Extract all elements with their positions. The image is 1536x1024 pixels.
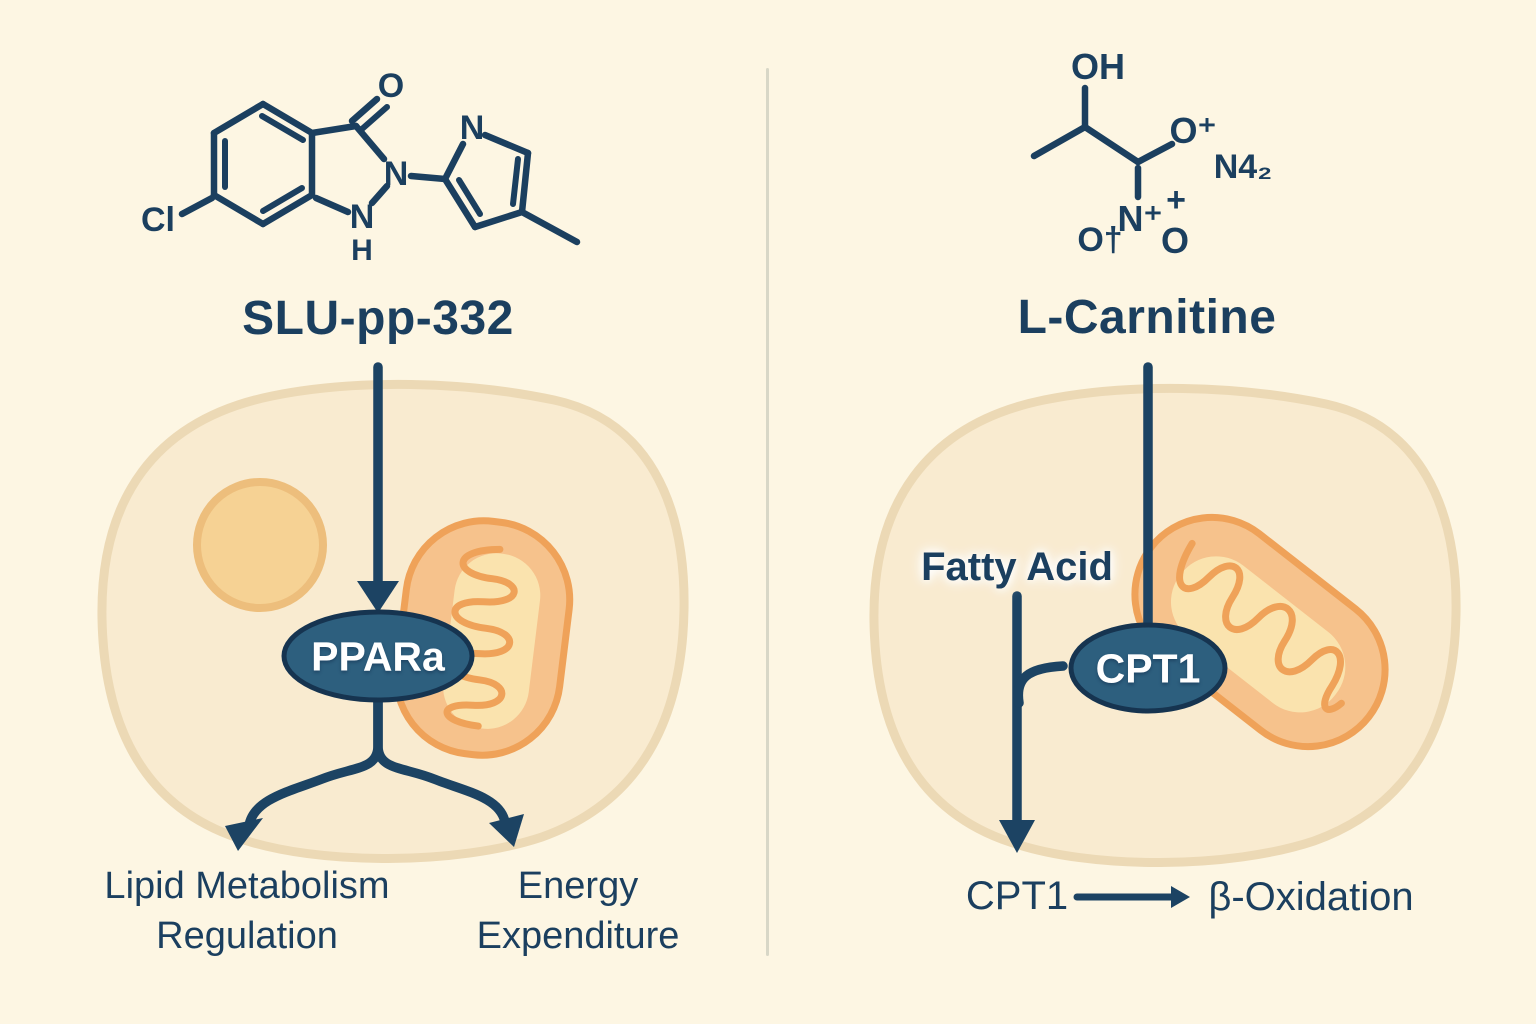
outcome-line1: Energy (517, 864, 639, 907)
branch-to-enzyme (1013, 661, 1068, 708)
compound-title-right: L-Carnitine (1017, 291, 1277, 344)
arrowhead-left-branch-icon (225, 818, 263, 851)
receptor-oval (281, 609, 475, 703)
equation-rhs: β-Oxidation (1208, 875, 1414, 919)
atom-label-n4: N4₂ (1213, 148, 1273, 186)
molecule-structure-carnitine (1030, 84, 1176, 201)
arrowhead-right-icon (1171, 886, 1190, 908)
arrow-branch-left (244, 693, 383, 831)
enzyme-label: CPT1 (1095, 645, 1201, 692)
compound-title-left: SLU-pp-332 (242, 292, 514, 345)
arrow-branch-right (373, 693, 510, 827)
atom-label-pyrrole-n: N (459, 109, 485, 147)
left-panel-graphics (97, 95, 689, 863)
equation-lhs: CPT1 (965, 874, 1069, 918)
arrowhead-down-icon (357, 581, 399, 613)
arrowhead-right-branch-icon (489, 814, 524, 847)
receptor-label: PPARa (311, 633, 445, 680)
nucleus (193, 478, 327, 612)
atom-label-cl: Cl (141, 201, 175, 239)
panel-divider (766, 68, 769, 956)
atom-label-n-plus: N⁺ (1117, 198, 1163, 239)
atom-label-h: H (351, 234, 373, 267)
arrowhead-down-icon (999, 820, 1035, 853)
atom-label-o-dagger: O† (1077, 221, 1123, 259)
enzyme-oval (1068, 622, 1228, 714)
mitochondrion-icon (392, 517, 574, 759)
outcome-energy-expenditure: Energy Expenditure (477, 861, 680, 961)
outcome-line1: Lipid Metabolism (104, 864, 390, 907)
atom-label-n2: N (383, 155, 409, 193)
mitochondrion-icon (1131, 513, 1389, 751)
outcome-line2: Regulation (156, 915, 338, 957)
atom-label-o2: O (1160, 220, 1190, 261)
outcome-line2: Expenditure (476, 915, 680, 957)
molecule-structure-slu (178, 95, 581, 246)
right-panel-graphics (869, 84, 1461, 908)
atom-label-oh: OH (1071, 46, 1125, 87)
fatty-acid-label: Fatty Acid (921, 545, 1113, 589)
atom-label-o-plus: O⁺ (1169, 110, 1217, 151)
atom-label-o: O (377, 67, 405, 105)
outcome-lipid-metabolism: Lipid Metabolism Regulation (104, 861, 389, 961)
atom-label-plus: + (1166, 181, 1186, 219)
atom-label-n1: N (349, 198, 375, 236)
